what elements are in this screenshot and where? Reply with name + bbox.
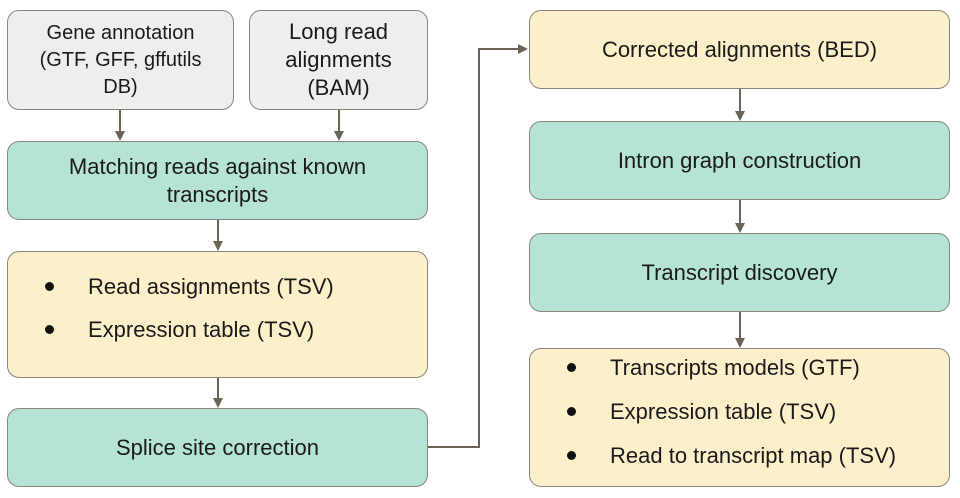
- node-gene-annotation: Gene annotation (GTF, GFF, gffutils DB): [7, 10, 234, 110]
- outputs-discovery-item-label: Expression table (TSV): [610, 399, 837, 424]
- outputs-known-item: Read assignments (TSV): [8, 272, 427, 302]
- node-long-read-alignments: Long read alignments (BAM): [249, 10, 428, 110]
- node-transcript-discovery-label: Transcript discovery: [641, 259, 838, 285]
- node-splice-site-correction: Splice site correction: [7, 408, 428, 487]
- node-outputs-known: Read assignments (TSV) Expression table …: [7, 251, 428, 378]
- outputs-known-item-label: Read assignments (TSV): [88, 274, 334, 299]
- node-transcript-discovery: Transcript discovery: [529, 233, 950, 312]
- outputs-discovery-item: Transcripts models (GTF): [530, 353, 949, 383]
- outputs-discovery-item-label: Transcripts models (GTF): [610, 355, 860, 380]
- node-splice-site-correction-label: Splice site correction: [116, 434, 319, 460]
- outputs-discovery-item: Expression table (TSV): [530, 397, 949, 427]
- outputs-discovery-item: Read to transcript map (TSV): [530, 441, 949, 471]
- node-corrected-alignments: Corrected alignments (BED): [529, 10, 950, 89]
- bullet-icon: [567, 451, 576, 460]
- bullet-icon: [45, 325, 54, 334]
- outputs-discovery-item-label: Read to transcript map (TSV): [610, 443, 897, 468]
- node-intron-graph-label: Intron graph construction: [617, 147, 862, 173]
- node-long-read-alignments-label: Long read alignments (BAM): [285, 19, 392, 100]
- node-corrected-alignments-label: Corrected alignments (BED): [601, 36, 878, 62]
- arrow-splice-to-corrected: [428, 44, 528, 448]
- node-intron-graph: Intron graph construction: [529, 121, 950, 200]
- node-matching-reads: Matching reads against known transcripts: [7, 141, 428, 220]
- outputs-known-item-label: Expression table (TSV): [88, 317, 315, 342]
- node-matching-reads-label: Matching reads against known transcripts: [68, 153, 367, 207]
- bullet-icon: [567, 407, 576, 416]
- bullet-icon: [45, 282, 54, 291]
- bullet-icon: [567, 363, 576, 372]
- node-outputs-discovery: Transcripts models (GTF) Expression tabl…: [529, 348, 950, 487]
- outputs-known-item: Expression table (TSV): [8, 315, 427, 345]
- node-gene-annotation-label: Gene annotation (GTF, GFF, gffutils DB): [39, 21, 202, 98]
